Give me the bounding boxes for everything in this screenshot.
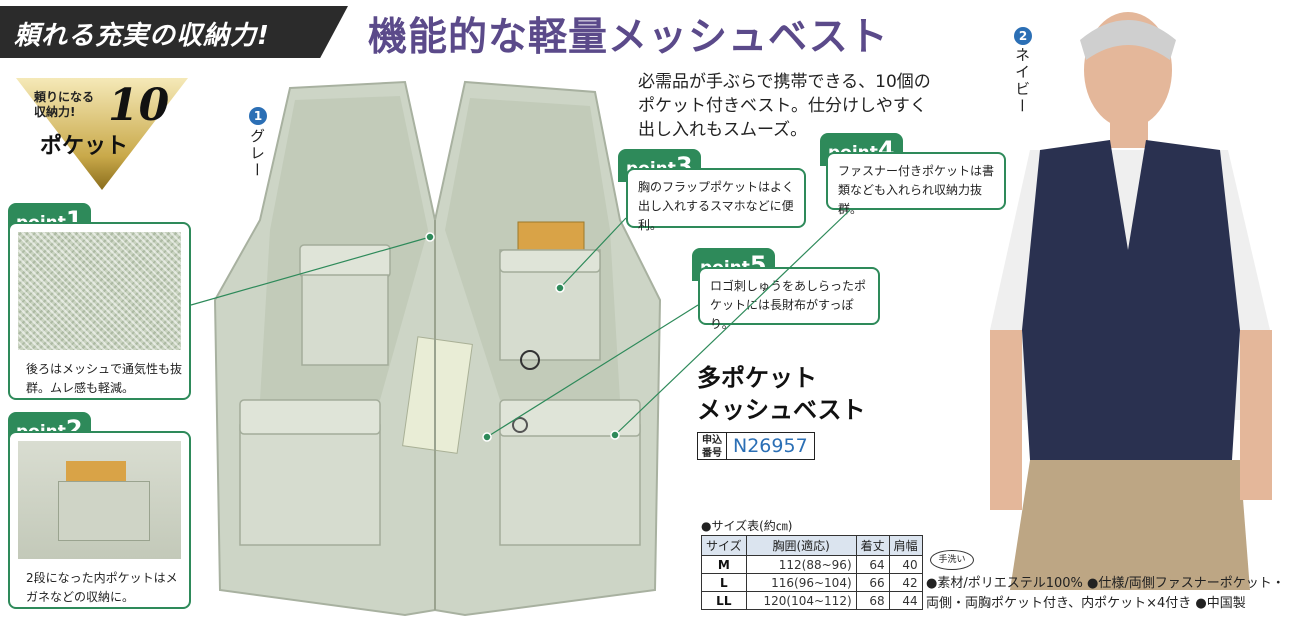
shoulder-cell: 40 [888, 555, 923, 574]
size-cell: LL [701, 591, 747, 610]
order-code: N26957 [727, 432, 815, 460]
table-row: M 112(88~96) 64 40 [701, 555, 923, 574]
product-description: 必需品が手ぶらで携帯できる、10個のポケット付きベスト。仕分けしやすく出し入れも… [638, 72, 931, 140]
length-cell: 64 [855, 555, 890, 574]
size-header-size: サイズ [701, 535, 747, 556]
size-table: サイズ 胸囲(適応) 着丈 肩幅 M 112(88~96) 64 40 L 11… [701, 535, 923, 610]
chest-cell: 112(88~96) [745, 555, 857, 574]
badge-label: ポケット [40, 134, 129, 159]
size-header-shoulder: 肩幅 [888, 535, 923, 556]
product-name-line2: メッシュベスト [697, 396, 866, 424]
size-cell: M [701, 555, 747, 574]
point2-text: 2段になった内ポケットはメガネなどの収納に。 [26, 571, 178, 604]
point3-card: 胸のフラップポケットはよく出し入れするスマホなどに便利。 [626, 168, 806, 232]
size-table-header: サイズ 胸囲(適応) 着丈 肩幅 [701, 535, 923, 556]
point2-card: 2段になった内ポケットはメガネなどの収納に。 [8, 431, 191, 609]
chest-cell: 116(96~104) [745, 573, 857, 592]
order-code-label: 申込番号 [697, 432, 727, 460]
variant2-name: ネイビー [1013, 47, 1031, 115]
variant1-number: 1 [249, 107, 267, 125]
badge-caption: 頼りになる 収納力! [34, 90, 94, 120]
inner-pocket [58, 481, 150, 541]
grey-vest-image [213, 80, 662, 617]
point1-card: 後ろはメッシュで通気性も抜群。ムレ感も軽減。 [8, 222, 191, 400]
point5-card: ロゴ刺しゅうをあしらったポケットには長財布がすっぽり。 [698, 267, 880, 331]
pocket-count-badge: 頼りになる 収納力! 10 ポケット [16, 78, 188, 190]
hand-wash-icon: 手洗い [930, 550, 974, 570]
product-spec: ●素材/ポリエステル100% ●仕様/両側ファスナーポケット・両側・両胸ポケット… [926, 576, 1285, 611]
badge-number: 10 [108, 80, 170, 131]
navy-vest-model-image [990, 12, 1272, 590]
length-cell: 68 [855, 591, 890, 610]
badge-line1: 頼りになる [34, 90, 95, 104]
variant2-number: 2 [1014, 27, 1032, 45]
badge-line2: 収納力! [34, 105, 76, 119]
point4-text: ファスナー付きポケットは書類なども入れられ収納力抜群。 [838, 164, 995, 216]
size-table-title: ●サイズ表(約㎝) [701, 519, 793, 533]
size-header-chest: 胸囲(適応) [745, 535, 857, 556]
mesh-closeup-image [18, 232, 181, 350]
headline: 機能的な軽量メッシュベスト [368, 14, 889, 60]
table-row: LL 120(104~112) 68 44 [701, 591, 923, 610]
point4-card: ファスナー付きポケットは書類なども入れられ収納力抜群。 [826, 152, 1006, 216]
product-name: 多ポケット メッシュベスト [697, 362, 865, 426]
point3-text: 胸のフラップポケットはよく出し入れするスマホなどに便利。 [638, 180, 795, 232]
shoulder-cell: 44 [888, 591, 923, 610]
header-banner-text: 頼れる充実の収納力! [14, 21, 270, 51]
size-cell: L [701, 573, 747, 592]
chest-cell: 120(104~112) [745, 591, 857, 610]
shoulder-cell: 42 [888, 573, 923, 592]
variant1-name: グレー [248, 128, 266, 179]
size-header-length: 着丈 [855, 535, 890, 556]
point1-text: 後ろはメッシュで通気性も抜群。ムレ感も軽減。 [26, 362, 183, 395]
product-name-line1: 多ポケット [697, 364, 817, 392]
header-banner [0, 6, 348, 58]
table-row: L 116(96~104) 66 42 [701, 573, 923, 592]
inner-pocket-image [18, 441, 181, 559]
length-cell: 66 [855, 573, 890, 592]
